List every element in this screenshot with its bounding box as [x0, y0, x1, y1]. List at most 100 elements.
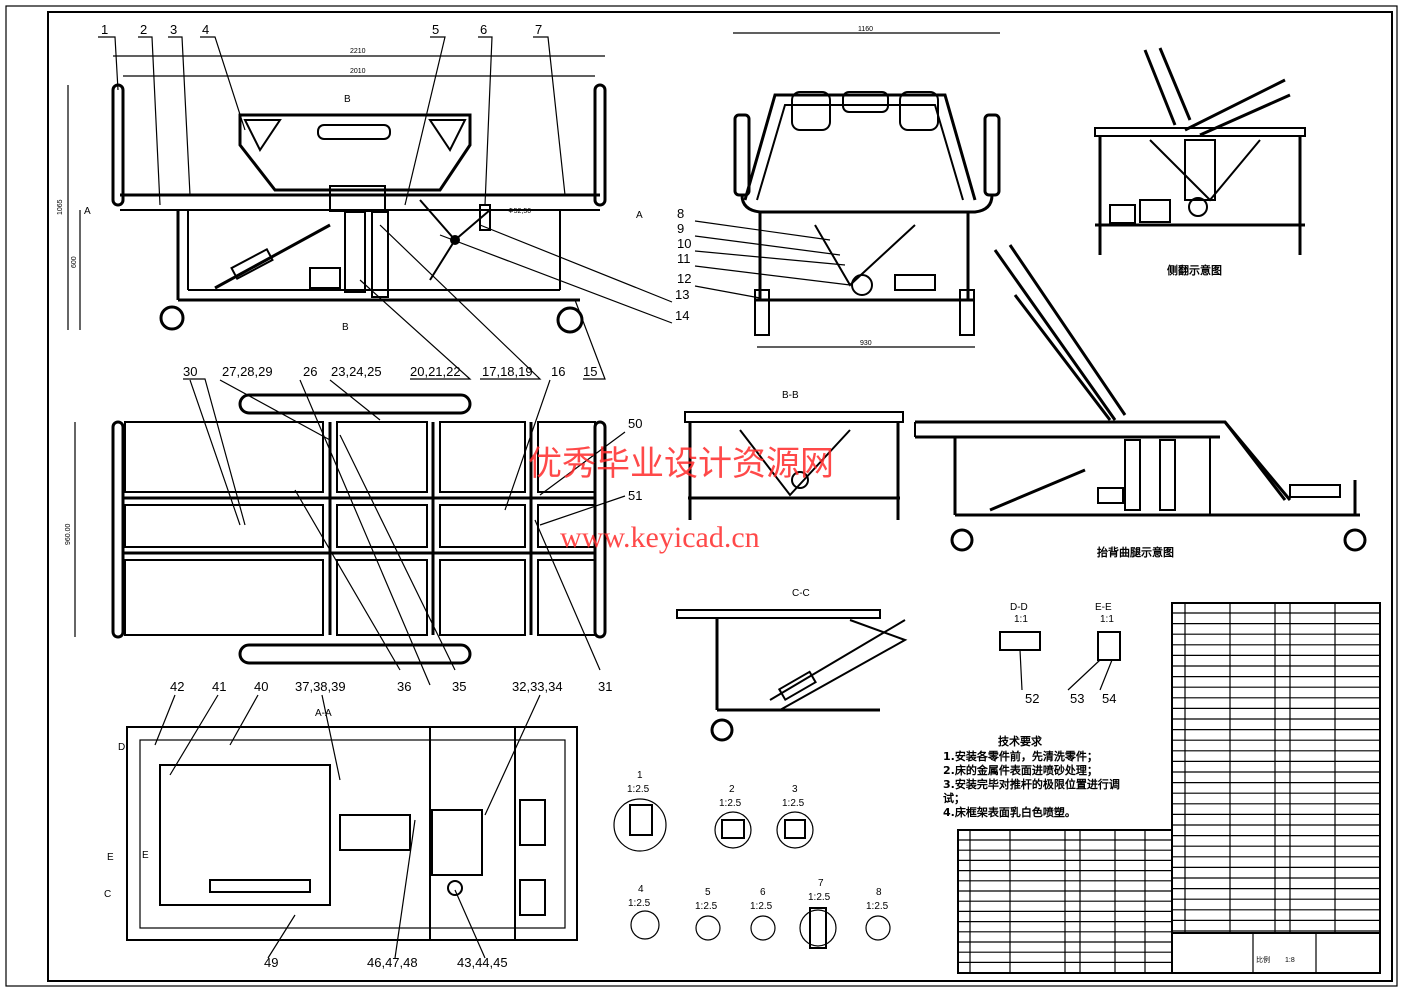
label-detail_views-3-scale: 1:2.5	[628, 898, 651, 909]
section-aa-label: A-A	[315, 708, 332, 719]
label-views-dd: D-D	[1010, 602, 1028, 613]
label-balloons_plan_bottom-2: 31	[598, 679, 612, 694]
label-balloons_top-6: 7	[535, 22, 542, 37]
dim-overall-length: 2210	[350, 48, 366, 55]
label-balloons_top-5: 6	[480, 22, 487, 37]
label-balloons_top-0: 1	[101, 22, 108, 37]
label-views-ee: E-E	[1095, 602, 1112, 613]
parts-list-table: 比例 1:8	[957, 602, 1381, 974]
balloons-aa: 42 41 40 37,38,39 32,33,34 49 46,47,48 4…	[170, 679, 563, 970]
balloons-top: 1 2 3 4 5 6 7	[98, 22, 566, 206]
balloon-53: 53	[1070, 691, 1084, 706]
label-balloons_aa_top-2: 40	[254, 679, 268, 694]
technical-requirements: 技术要求 1.安装各零件前，先清洗零件； 2.床的金属件表面进喷砂处理； 3.安…	[943, 734, 1120, 819]
label-section_marks-c: C	[104, 889, 111, 900]
label-balloons_mid-1: 27,28,29	[222, 364, 273, 379]
label-balloons_aa_bottom-2: 43,44,45	[457, 955, 508, 970]
label-balloons_aa_bottom-0: 49	[264, 955, 278, 970]
dim-plan-width: 960.00	[65, 523, 72, 545]
back-leg-caption: 抬背曲腿示意图	[1097, 545, 1174, 559]
label-balloons_plan_right-0: 50	[628, 416, 642, 431]
label-balloons_aa_top-1: 41	[212, 679, 226, 694]
label-detail_views-7-n: 8	[876, 887, 882, 898]
label-tech-items-1: 2.床的金属件表面进喷砂处理；	[943, 763, 1098, 777]
label-detail_views-2-n: 3	[792, 784, 798, 795]
dim-sub: Φ52,50	[508, 208, 531, 215]
label-detail_views-4-scale: 1:2.5	[695, 901, 718, 912]
section-mark-b-top: B	[344, 94, 351, 105]
title-block-scale: 1:8	[1285, 957, 1295, 964]
label-detail_views-5-n: 6	[760, 887, 766, 898]
label-balloons_plan_right-1: 51	[628, 488, 642, 503]
label-balloons_aa_top-3: 37,38,39	[295, 679, 346, 694]
label-balloons_aa_top-4: 32,33,34	[512, 679, 563, 694]
label-section_marks-d: D	[118, 742, 125, 753]
label-detail_views-1-scale: 1:2.5	[719, 798, 742, 809]
section-bb: B-B	[684, 390, 904, 520]
label-balloons_top-2: 3	[170, 22, 177, 37]
label-balloons_side-2: 10	[677, 236, 691, 251]
label-balloons_side-4: 12	[677, 271, 691, 286]
end-view: 1160 930	[733, 26, 1001, 348]
label-balloons_side-3: 11	[677, 251, 691, 266]
balloon-54: 54	[1102, 691, 1116, 706]
label-tech-items-3: 试；	[943, 791, 965, 805]
label-balloons_mid-0: 30	[183, 364, 197, 379]
label-tech-items-2: 3.安装完毕对推杆的极限位置进行调	[943, 777, 1120, 791]
watermark-url: www.keyicad.cn	[560, 521, 760, 554]
label-balloons_aa_top-0: 42	[170, 679, 184, 694]
balloons-side: 8 9 10 11 12 13 14	[439, 206, 851, 324]
label-detail_views-3-n: 4	[638, 884, 644, 895]
label-tech-items-0: 1.安装各零件前，先清洗零件；	[943, 749, 1098, 763]
label-balloons_top-3: 4	[202, 22, 209, 37]
label-detail_views-0-scale: 1:2.5	[627, 784, 650, 795]
label-balloons_mid-4: 20,21,22	[410, 364, 461, 379]
label-balloons_side-5: 13	[675, 287, 689, 302]
balloons-mid: 30 27,28,29 26 23,24,25 20,21,22 17,18,1…	[183, 224, 606, 526]
section-cc-label: C-C	[792, 588, 810, 599]
label-section_marks-e: E	[107, 852, 114, 863]
label-balloons_side-0: 8	[677, 206, 684, 221]
label-section_marks-e: E	[142, 850, 149, 861]
section-aa: A-A D E E C	[104, 694, 578, 959]
label-detail_views-6-n: 7	[818, 878, 824, 889]
label-detail_views-2-scale: 1:2.5	[782, 798, 805, 809]
label-detail_views-0-n: 1	[637, 770, 643, 781]
dim-end-width: 1160	[858, 26, 873, 33]
label-balloons_plan_bottom-1: 35	[452, 679, 466, 694]
label-detail_views-6-scale: 1:2.5	[808, 892, 831, 903]
label-balloons_aa_bottom-1: 46,47,48	[367, 955, 418, 970]
label-detail_views-4-n: 5	[705, 887, 711, 898]
label-views-ee_scale: 1:1	[1100, 614, 1114, 625]
watermark-cn: 优秀毕业设计资源网	[528, 444, 834, 484]
front-view: 2210 2010 1065 600 Φ52,50 A A B B	[57, 48, 643, 334]
label-balloons_mid-6: 16	[551, 364, 565, 379]
side-tilt-caption: 侧翻示意图	[1167, 263, 1222, 277]
label-balloons_mid-5: 17,18,19	[482, 364, 533, 379]
outer-border	[5, 5, 1398, 987]
label-balloons_mid-2: 26	[303, 364, 317, 379]
section-mark-a-right: A	[636, 210, 643, 221]
label-detail_views-5-scale: 1:2.5	[750, 901, 773, 912]
balloon-52: 52	[1025, 691, 1039, 706]
inner-frame	[47, 11, 1393, 982]
title-block-scale-label: 比例	[1256, 955, 1270, 964]
label-tech-items-4: 4.床框架表面乳白色喷塑。	[943, 805, 1076, 819]
back-leg-view: 抬背曲腿示意图	[914, 244, 1367, 559]
sections-dd-ee: D-D 1:1 E-E 1:1 52 53 54	[999, 602, 1121, 706]
dim-frame-height: 600	[71, 256, 78, 268]
label-balloons_mid-7: 15	[583, 364, 597, 379]
section-mark-a-left: A	[84, 206, 91, 217]
dim-end-base: 930	[860, 340, 872, 347]
label-balloons_plan_bottom-0: 36	[397, 679, 411, 694]
balloons-plan: 50 51 36 35 31	[397, 416, 642, 694]
plan-view: 960.00	[65, 379, 626, 686]
dim-height: 1065	[57, 199, 64, 215]
side-tilt-view: 侧翻示意图	[1094, 47, 1306, 277]
label-balloons_side-6: 14	[675, 308, 689, 323]
section-bb-label: B-B	[782, 390, 799, 401]
dim-inner-length: 2010	[350, 68, 366, 75]
label-tech-title: 技术要求	[998, 734, 1043, 748]
label-detail_views-7-scale: 1:2.5	[866, 901, 889, 912]
label-balloons_top-1: 2	[140, 22, 147, 37]
